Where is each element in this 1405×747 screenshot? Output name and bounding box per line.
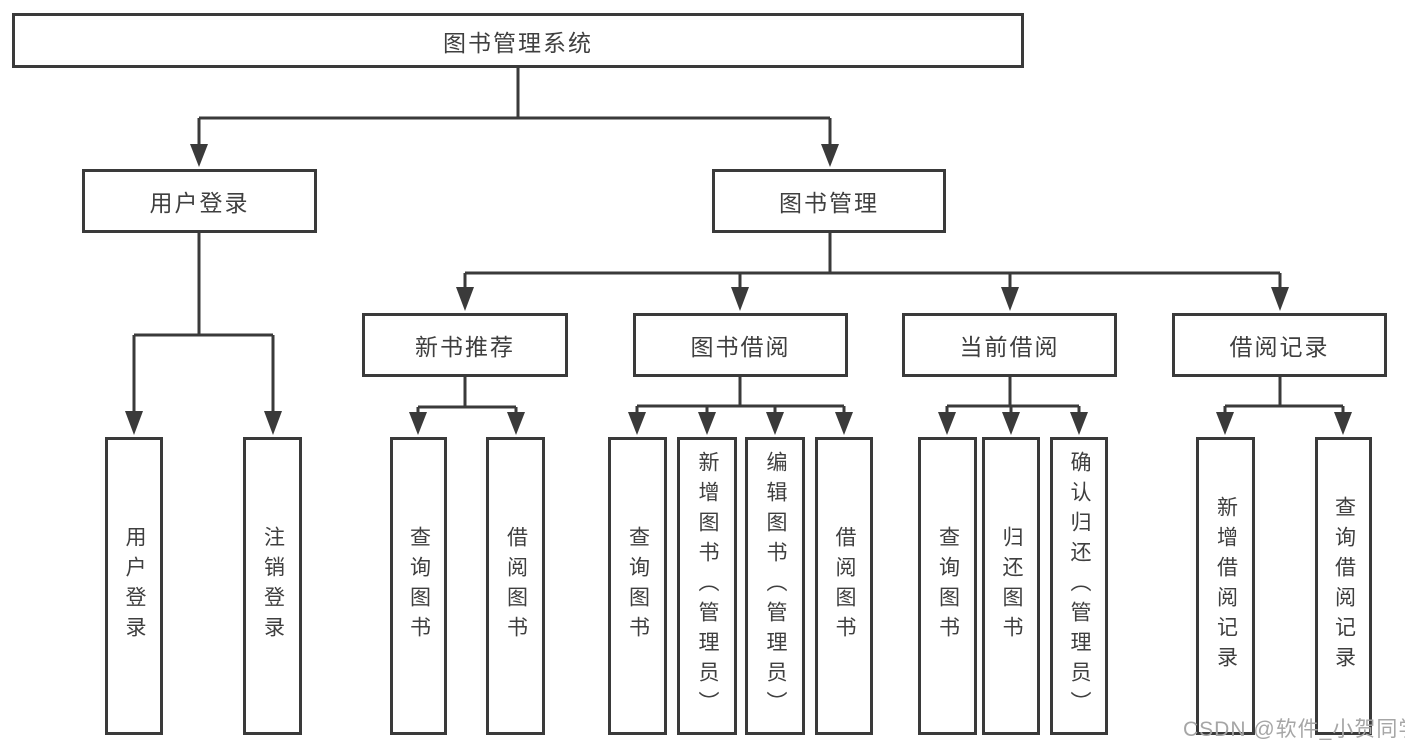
node-leaf-user-login: 用户登录 xyxy=(105,437,163,735)
node-user-login: 用户登录 xyxy=(82,169,317,233)
csdn-watermark: CSDN @软件_小贺同学 xyxy=(1183,718,1405,741)
node-leaf-add-borrow-record: 新增借阅记录 xyxy=(1196,437,1255,735)
node-leaf-query-books-recommend: 查询图书 xyxy=(390,437,447,735)
node-leaf-borrow-books-borrowing: 借阅图书 xyxy=(815,437,873,735)
node-leaf-edit-book-admin: 编辑图书（管理员） xyxy=(745,437,805,735)
node-leaf-query-books-current: 查询图书 xyxy=(918,437,977,735)
node-borrowing-records: 借阅记录 xyxy=(1172,313,1387,377)
node-new-book-recommendation: 新书推荐 xyxy=(362,313,568,377)
node-leaf-query-borrow-record: 查询借阅记录 xyxy=(1315,437,1372,735)
node-current-borrowing: 当前借阅 xyxy=(902,313,1117,377)
node-leaf-borrow-books-recommend: 借阅图书 xyxy=(486,437,545,735)
node-leaf-add-book-admin: 新增图书（管理员） xyxy=(677,437,737,735)
node-leaf-return-books: 归还图书 xyxy=(982,437,1040,735)
node-library-management-system: 图书管理系统 xyxy=(12,13,1024,68)
node-leaf-confirm-return-admin: 确认归还（管理员） xyxy=(1050,437,1108,735)
node-leaf-logout: 注销登录 xyxy=(243,437,302,735)
node-leaf-query-books-borrowing: 查询图书 xyxy=(608,437,667,735)
node-book-management: 图书管理 xyxy=(712,169,946,233)
node-book-borrowing: 图书借阅 xyxy=(633,313,848,377)
